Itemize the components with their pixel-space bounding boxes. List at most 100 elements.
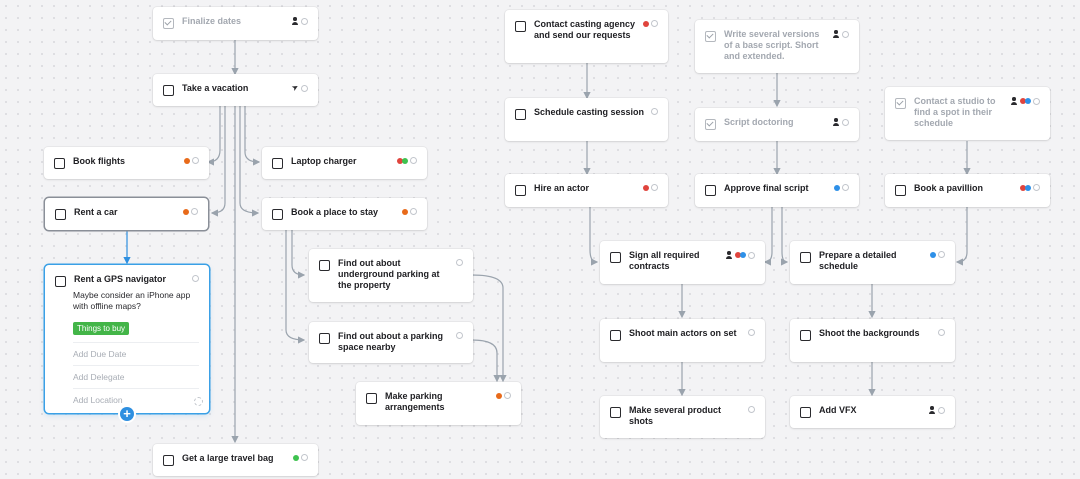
task-add-vfx[interactable]: Add VFX	[790, 396, 955, 428]
task-title: Book flights	[73, 156, 125, 166]
status-ring-icon	[456, 259, 463, 266]
task-sign-contracts[interactable]: Sign all required contracts	[600, 241, 765, 284]
checkbox[interactable]	[610, 330, 621, 341]
checkbox-checked[interactable]	[895, 98, 906, 109]
task-hire-actor[interactable]: Hire an actor	[505, 174, 668, 207]
status-ring-icon	[748, 406, 755, 413]
settings-gear-icon[interactable]	[194, 397, 203, 406]
task-contact-studio[interactable]: Contact a studio to find a spot in their…	[885, 87, 1050, 140]
status-ring-icon	[842, 184, 849, 191]
checkbox[interactable]	[895, 185, 906, 196]
delegate-icon	[291, 17, 299, 25]
status-ring-icon	[1033, 97, 1040, 105]
task-shoot-backgrounds[interactable]: Shoot the backgrounds	[790, 319, 955, 362]
task-approve-script[interactable]: Approve final script	[695, 174, 859, 207]
checkbox[interactable]	[800, 407, 811, 418]
checkbox-checked[interactable]	[163, 18, 174, 29]
task-title: Get a large travel bag	[182, 453, 274, 463]
status-ring-icon	[842, 30, 849, 38]
checkbox[interactable]	[800, 252, 811, 263]
checkbox[interactable]	[366, 393, 377, 404]
tag-dot-red	[397, 157, 403, 164]
checkbox[interactable]	[272, 158, 283, 169]
checkbox[interactable]	[54, 158, 65, 169]
add-due-date-field[interactable]: Add Due Date	[73, 342, 199, 365]
checkbox[interactable]	[55, 276, 66, 287]
task-write-scripts[interactable]: Write several versions of a base script.…	[695, 20, 859, 73]
task-take-vacation[interactable]: Take a vacation ➤	[153, 74, 318, 106]
delegate-icon	[928, 406, 936, 414]
status-ring-icon	[748, 329, 755, 336]
tag-dot-orange	[184, 157, 190, 164]
status-ring-icon	[301, 84, 308, 92]
checkbox-checked[interactable]	[705, 119, 716, 130]
task-title: Rent a car	[74, 207, 118, 217]
delegate-icon	[832, 30, 840, 38]
task-shoot-actors[interactable]: Shoot main actors on set	[600, 319, 765, 362]
status-ring-icon	[456, 332, 463, 339]
tag-things-to-buy[interactable]: Things to buy	[73, 322, 130, 335]
task-parking-nearby[interactable]: Find out about a parking space nearby	[309, 322, 473, 363]
checkbox[interactable]	[55, 209, 66, 220]
checkbox[interactable]	[800, 330, 811, 341]
task-finalize-dates[interactable]: Finalize dates	[153, 7, 318, 40]
task-underground-parking[interactable]: Find out about underground parking at th…	[309, 249, 473, 302]
task-prepare-schedule[interactable]: Prepare a detailed schedule	[790, 241, 955, 284]
task-title[interactable]: Rent a GPS navigator	[74, 274, 167, 284]
checkbox[interactable]	[610, 407, 621, 418]
checkbox[interactable]	[515, 185, 526, 196]
task-note[interactable]: Maybe consider an iPhone app with offlin…	[73, 290, 191, 311]
checkbox-checked[interactable]	[705, 31, 716, 42]
task-title: Take a vacation	[182, 83, 249, 93]
task-book-flights[interactable]: Book flights	[44, 147, 209, 179]
add-location-field[interactable]: Add Location	[73, 388, 199, 411]
task-title: Script doctoring	[724, 117, 794, 127]
checkbox[interactable]	[515, 21, 526, 32]
status-ring-icon	[651, 108, 658, 115]
tag-dot-red	[735, 252, 741, 258]
task-title: Make several product shots	[629, 405, 722, 426]
task-book-pavillion[interactable]: Book a pavillion	[885, 174, 1050, 207]
task-product-shots[interactable]: Make several product shots	[600, 396, 765, 438]
status-ring-icon	[301, 17, 308, 25]
add-delegate-field[interactable]: Add Delegate	[73, 365, 199, 388]
task-laptop-charger[interactable]: Laptop charger	[262, 147, 427, 179]
checkbox[interactable]	[272, 209, 283, 220]
checkbox[interactable]	[163, 455, 174, 466]
task-schedule-casting[interactable]: Schedule casting session	[505, 98, 668, 141]
status-ring-icon	[651, 20, 658, 27]
task-contact-casting[interactable]: Contact casting agency and send our requ…	[505, 10, 668, 63]
task-title: Finalize dates	[182, 16, 242, 26]
task-title: Hire an actor	[534, 183, 590, 193]
status-ring-icon	[192, 275, 199, 282]
task-travel-bag[interactable]: Get a large travel bag	[153, 444, 318, 476]
task-title: Prepare a detailed schedule	[819, 250, 897, 271]
checkbox[interactable]	[319, 333, 330, 344]
checkbox[interactable]	[705, 185, 716, 196]
task-book-place[interactable]: Book a place to stay	[262, 198, 427, 230]
tag-dot-red	[1020, 184, 1026, 191]
task-title: Book a place to stay	[291, 207, 379, 217]
status-ring-icon	[1033, 184, 1040, 191]
task-title: Add VFX	[819, 405, 857, 415]
tag-dot-blue	[740, 252, 746, 258]
tag-dot-orange	[183, 208, 189, 215]
task-title: Schedule casting session	[534, 107, 645, 117]
status-ring-icon	[410, 208, 417, 215]
task-make-parking[interactable]: Make parking arrangements	[356, 382, 521, 425]
location-arrow-icon: ➤	[290, 81, 301, 94]
task-script-doctoring[interactable]: Script doctoring	[695, 108, 859, 141]
task-rent-gps-expanded[interactable]: Rent a GPS navigator Maybe consider an i…	[45, 265, 209, 421]
tag-dot-blue	[930, 251, 936, 258]
delegate-icon	[1010, 97, 1018, 105]
checkbox[interactable]	[610, 252, 621, 263]
task-title: Sign all required contracts	[629, 250, 700, 271]
add-subtask-button[interactable]: +	[120, 407, 134, 421]
checkbox[interactable]	[163, 85, 174, 96]
task-title: Find out about a parking space nearby	[338, 331, 443, 352]
status-ring-icon	[504, 392, 511, 399]
checkbox[interactable]	[319, 260, 330, 271]
task-rent-car[interactable]: Rent a car	[45, 198, 208, 230]
tag-dot-orange	[402, 208, 408, 215]
checkbox[interactable]	[515, 109, 526, 120]
